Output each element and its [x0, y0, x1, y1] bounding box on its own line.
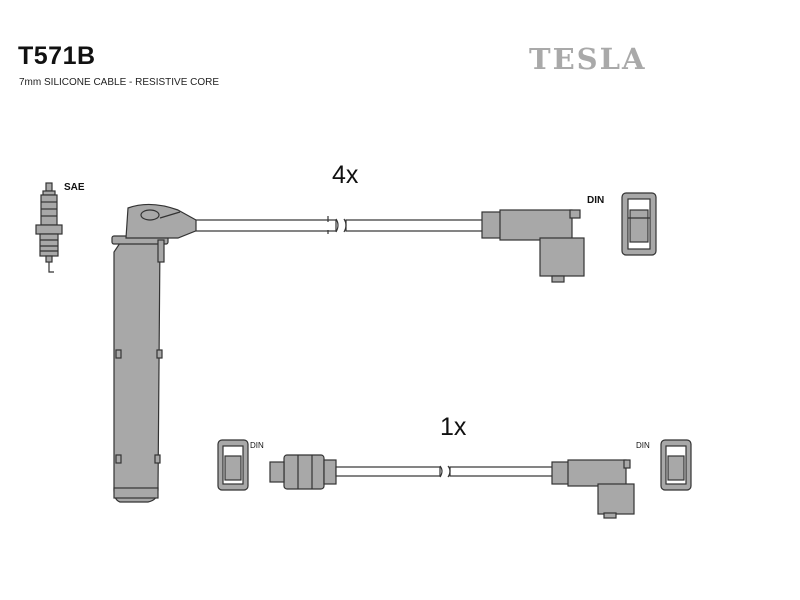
quantity-top-set: 4x	[332, 161, 359, 189]
din-terminal-bottom-left-icon	[217, 439, 249, 491]
spark-plug-label: SAE	[64, 182, 85, 193]
quantity-bottom-set: 1x	[440, 413, 467, 441]
brand-logo: TESLA	[529, 42, 647, 76]
spark-plug-icon	[35, 182, 63, 273]
din-label-bottom-left: DIN	[250, 441, 264, 450]
din-terminal-top-icon	[621, 192, 657, 256]
din-label-top: DIN	[587, 195, 605, 206]
cable-bottom	[335, 465, 555, 478]
cable-description: 7mm SILICONE CABLE - RESISTIVE CORE	[19, 77, 220, 88]
cable-top	[195, 216, 485, 234]
angled-connector-top	[481, 209, 585, 283]
angled-connector-bottom	[551, 459, 635, 519]
part-number: T571B	[18, 42, 96, 70]
spark-plug-boot-long	[111, 203, 199, 503]
din-label-bottom-right: DIN	[636, 441, 650, 450]
straight-connector-bottom	[269, 454, 337, 490]
din-terminal-bottom-right-icon	[660, 439, 692, 491]
